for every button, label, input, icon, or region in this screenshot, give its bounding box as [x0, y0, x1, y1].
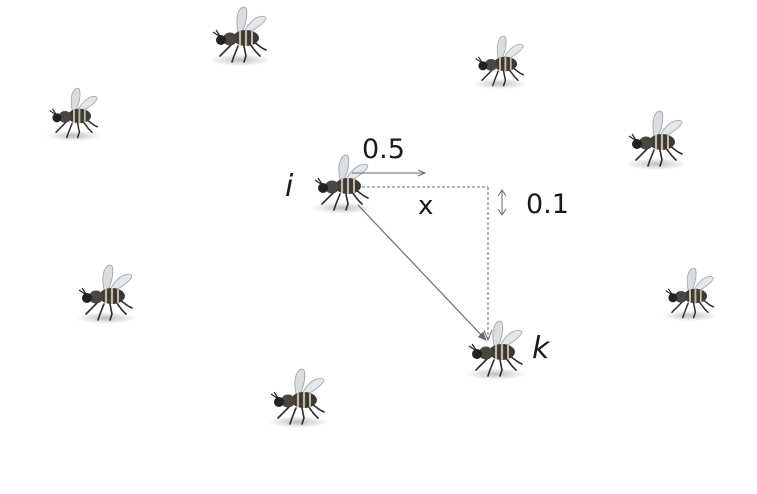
vertical-velocity-arrow	[497, 189, 507, 216]
distance-symbol-label: x	[418, 191, 434, 221]
bee-icon	[74, 263, 138, 326]
bee-k-label: k	[532, 331, 550, 366]
bee-icon	[662, 267, 718, 323]
bee-icon	[208, 5, 272, 68]
bee-icon	[464, 319, 528, 382]
bee-i-label: i	[285, 169, 294, 204]
distance-arrow	[357, 204, 487, 341]
vertical-value-label: 0.1	[526, 189, 569, 220]
bee-icon	[472, 35, 528, 91]
bee-icon	[624, 109, 688, 172]
bee-icon	[266, 367, 330, 430]
bee-icon	[46, 87, 102, 143]
horizontal-value-label: 0.5	[362, 134, 405, 165]
